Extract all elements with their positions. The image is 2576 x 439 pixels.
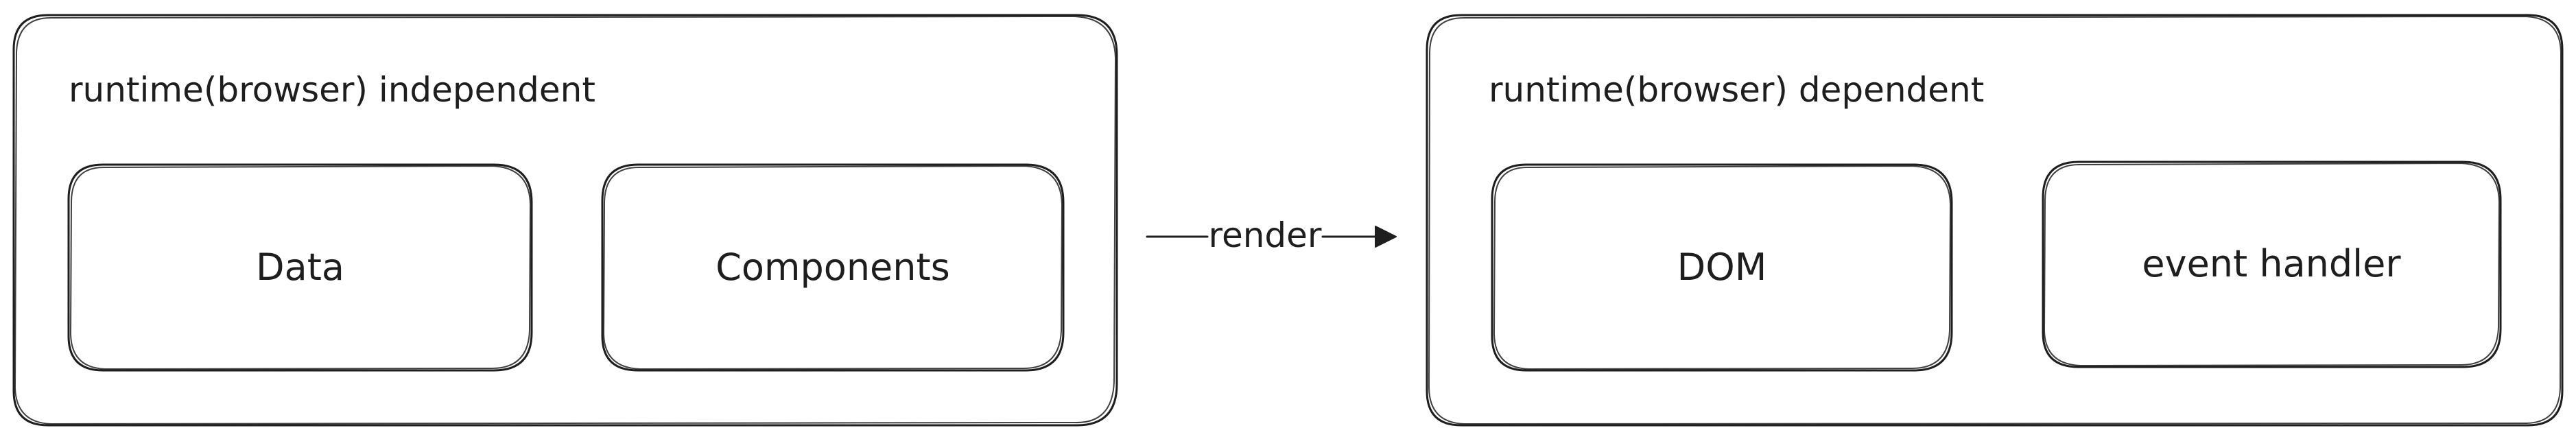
group-runtime-independent: runtime(browser) independent Data Compon… — [12, 14, 1118, 427]
render-edge: render — [1146, 215, 1397, 255]
event-handler-box-label: event handler — [2142, 242, 2401, 285]
event-handler-box: event handler — [2042, 161, 2502, 368]
dom-box-label: DOM — [1677, 246, 1767, 289]
render-arrowhead — [1375, 226, 1397, 248]
dom-box: DOM — [1491, 163, 1953, 372]
group-runtime-independent-frame — [12, 14, 1118, 427]
components-box-label: Components — [716, 246, 950, 289]
group-runtime-independent-frame-sketch — [14, 16, 1116, 425]
group-runtime-dependent-frame-sketch — [1428, 16, 2562, 425]
group-runtime-independent-title: runtime(browser) independent — [69, 70, 595, 110]
data-box: Data — [67, 163, 533, 372]
group-runtime-dependent-title: runtime(browser) dependent — [1489, 70, 1984, 110]
group-runtime-dependent-frame — [1426, 14, 2564, 427]
data-box-label: Data — [256, 246, 344, 289]
render-edge-label: render — [1209, 215, 1322, 255]
group-runtime-dependent: runtime(browser) dependent DOM event han… — [1426, 14, 2564, 427]
components-box: Components — [601, 163, 1065, 372]
